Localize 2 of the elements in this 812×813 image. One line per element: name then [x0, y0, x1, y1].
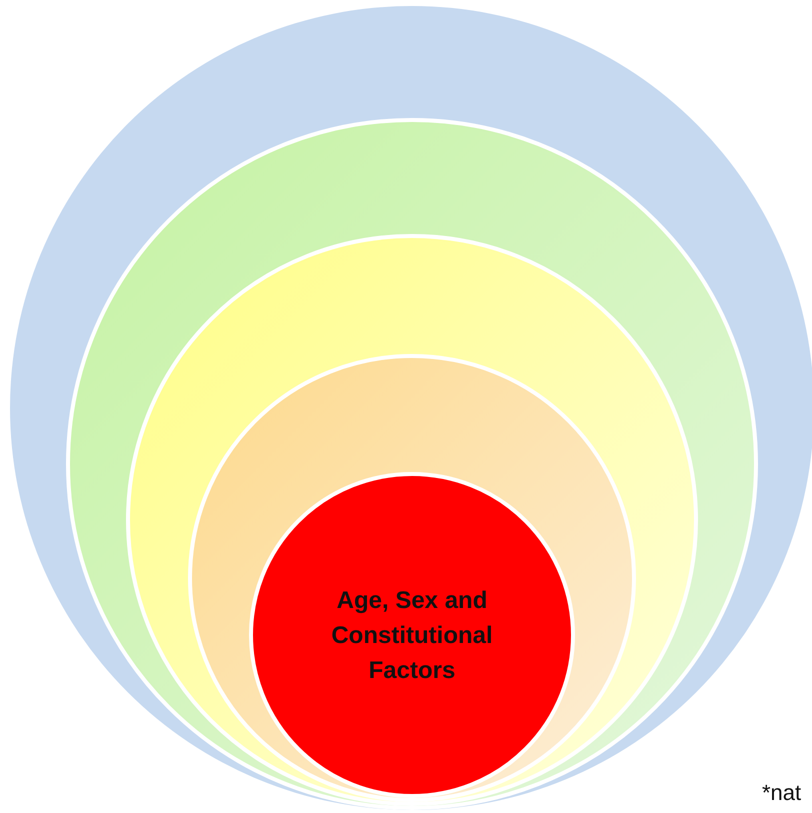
footnote: *nat: [762, 780, 802, 806]
node-text: Age, Sex and Constitutional Factors: [330, 586, 494, 686]
